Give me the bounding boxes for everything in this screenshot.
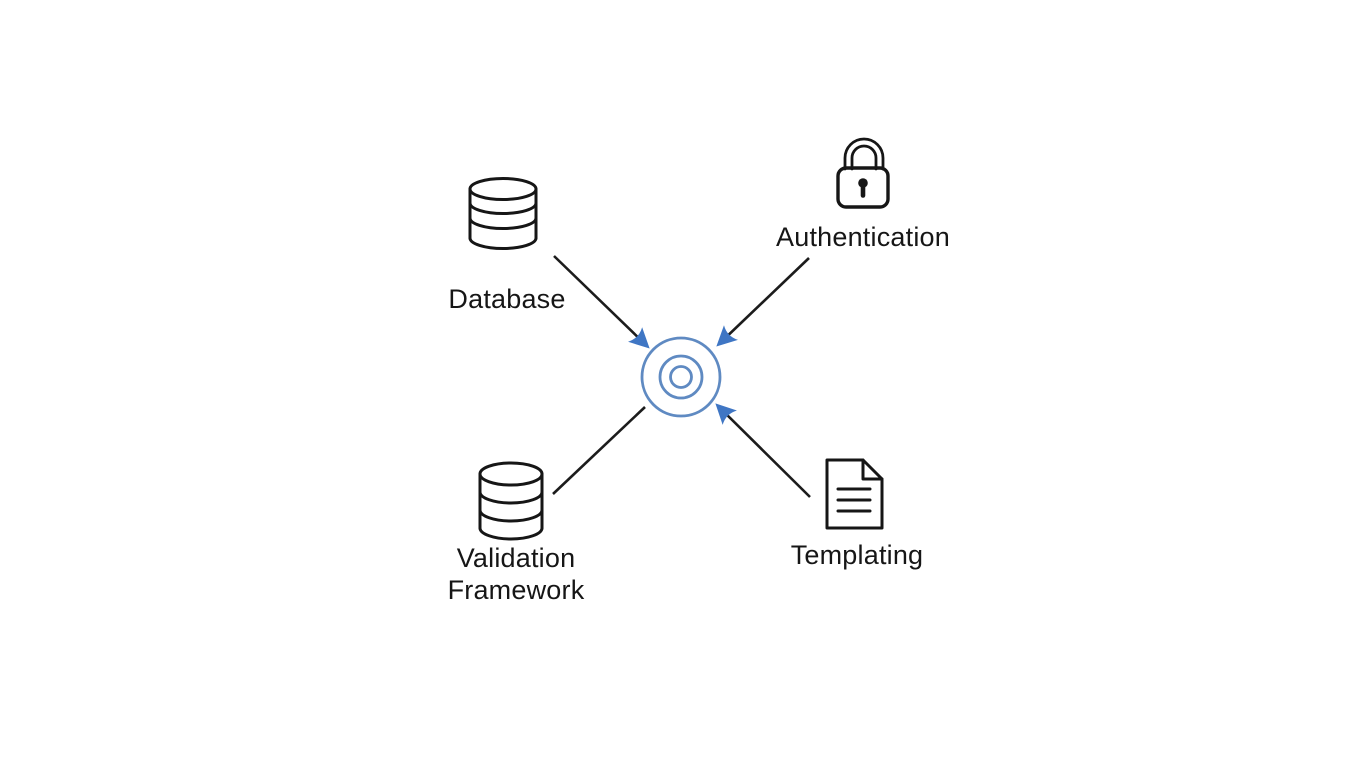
edge-validation-to-hub xyxy=(552,406,646,495)
database-icon xyxy=(478,461,544,541)
edge-authentication-to-hub xyxy=(716,257,810,347)
edge-templating-to-hub xyxy=(715,403,811,498)
node-label-authentication: Authentication xyxy=(776,222,950,252)
lock-icon xyxy=(836,137,890,209)
document-icon xyxy=(825,458,884,530)
node-label-validation-framework: Validation Framework xyxy=(447,543,585,605)
database-icon xyxy=(468,177,538,250)
node-label-templating: Templating xyxy=(790,540,924,570)
node-label-database: Database xyxy=(448,284,566,314)
edge-database-to-hub xyxy=(553,255,650,349)
target-icon xyxy=(640,336,722,418)
